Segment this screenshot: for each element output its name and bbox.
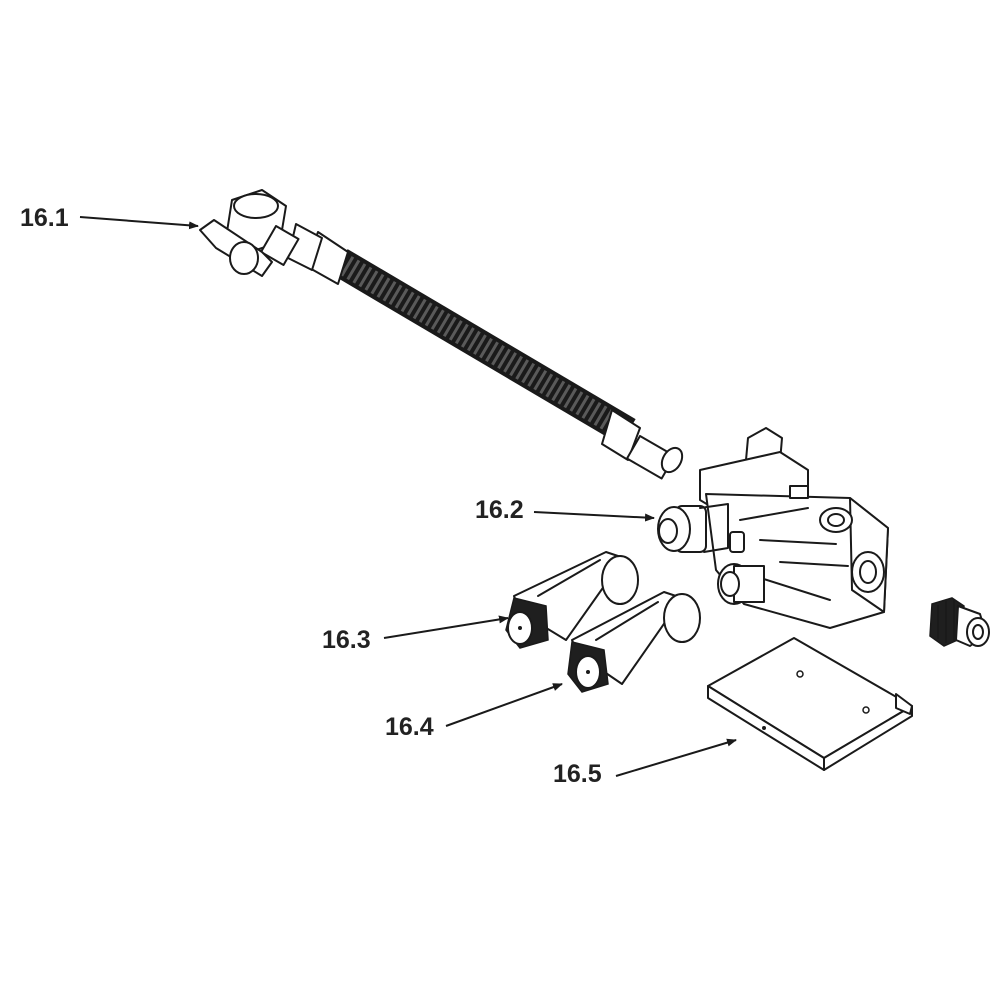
leader-arrow-16-2 [533, 511, 655, 522]
gas-connector-hose [287, 223, 684, 480]
leader-arrow-16-5 [615, 738, 737, 777]
knob-extension-upper [505, 551, 639, 649]
mounting-bracket [707, 637, 913, 771]
callout-16-1: 16.1 [20, 204, 69, 232]
knob-extension-lower [567, 591, 701, 693]
ball-valve [199, 189, 300, 277]
callout-16-2: 16.2 [475, 496, 524, 524]
callout-16-4: 16.4 [385, 713, 434, 741]
leader-arrow-16-3 [383, 615, 509, 639]
leader-arrow-16-1 [79, 216, 199, 230]
leader-arrow-16-4 [445, 683, 563, 727]
callout-16-3: 16.3 [322, 626, 371, 654]
pipe-fitting [929, 597, 990, 647]
callout-16-5: 16.5 [553, 760, 602, 788]
gas-valve-body [657, 427, 889, 629]
